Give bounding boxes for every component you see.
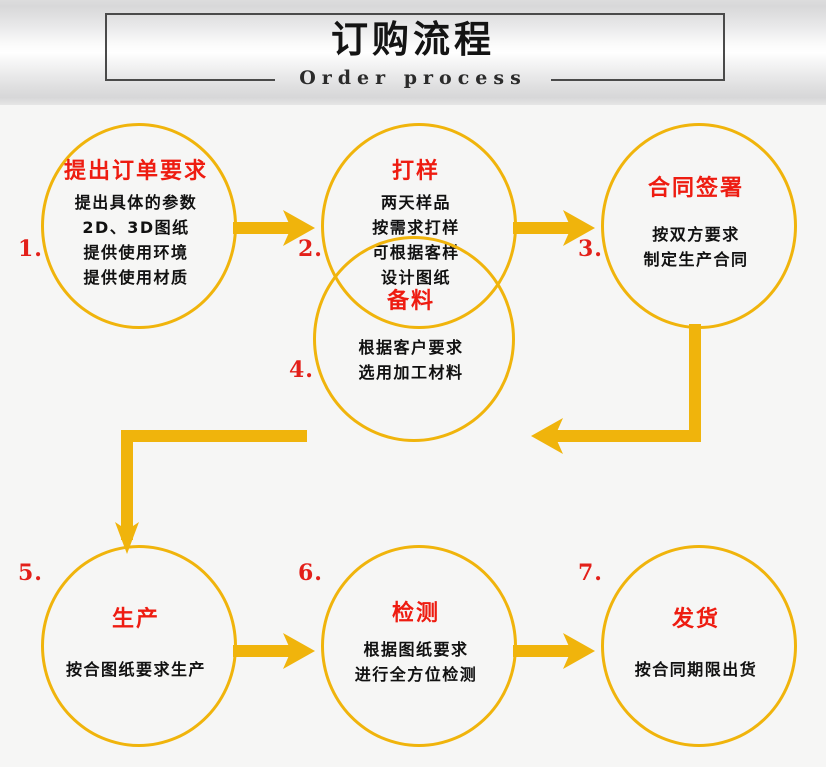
- step-node-4[interactable]: 备料 根据客户要求 选用加工材料: [313, 236, 515, 442]
- header-banner: 订购流程 Order process: [0, 0, 826, 105]
- step-line: 选用加工材料: [358, 363, 464, 382]
- header-frame: 订购流程 Order process: [0, 0, 826, 105]
- step-line: 两天样品: [380, 192, 451, 212]
- step-line: 提出具体的参数: [74, 192, 198, 212]
- step-number-2: 2.: [298, 236, 323, 262]
- step-node-3[interactable]: 合同签署 按双方要求 制定生产合同: [601, 123, 797, 329]
- step-content-3: 合同签署 按双方要求 制定生产合同: [601, 123, 791, 323]
- step-lines-1: 提出具体的参数 2D、3D图纸 提供使用环境 提供使用材质: [75, 190, 198, 290]
- step-line: 按需求打样: [372, 217, 460, 237]
- step-line: 2D、3D图纸: [82, 217, 190, 237]
- step-title-7: 发货: [671, 606, 720, 632]
- step-line: 根据客户要求: [358, 338, 464, 357]
- step-number-1: 1.: [18, 236, 43, 262]
- step-line: 按合同期限出货: [634, 659, 758, 679]
- arrow-step2-to-step3: [513, 210, 595, 246]
- arrow-step1-to-step2: [233, 210, 315, 246]
- flow-diagram: 1. 提出订单要求 提出具体的参数 2D、3D图纸 提供使用环境 提供使用材质 …: [0, 105, 826, 767]
- step-title-1: 提出订单要求: [63, 158, 208, 184]
- page-subtitle: Order process: [299, 67, 527, 89]
- step-line: 提供使用环境: [83, 242, 189, 262]
- step-title-3: 合同签署: [647, 176, 744, 201]
- connector-arrows-layer: [115, 210, 701, 669]
- step-node-1[interactable]: 提出订单要求 提出具体的参数 2D、3D图纸 提供使用环境 提供使用材质: [41, 123, 237, 329]
- frame-right-edge: [723, 13, 725, 81]
- step-line: 制定生产合同: [643, 250, 749, 269]
- step-number-3: 3.: [578, 236, 603, 262]
- step-lines-7: 按合同期限出货: [635, 657, 758, 682]
- step-content-1: 提出订单要求 提出具体的参数 2D、3D图纸 提供使用环境 提供使用材质: [41, 123, 231, 323]
- step-content-6: 检测 根据图纸要求 进行全方位检测: [321, 545, 511, 741]
- step-line: 根据图纸要求: [363, 640, 469, 659]
- step-circle-3: [601, 123, 797, 329]
- step-lines-4: 根据客户要求 选用加工材料: [358, 335, 463, 385]
- arrow-step6-to-step7: [513, 633, 595, 669]
- step-number-5: 5.: [18, 560, 43, 586]
- arrow-step5-to-step6: [233, 633, 315, 669]
- arrow-step4-to-step5: [115, 430, 307, 554]
- step-title-4: 备料: [386, 289, 435, 314]
- step-lines-5: 按合图纸要求生产: [66, 657, 206, 682]
- step-circle-7: [601, 545, 797, 747]
- step-title-5: 生产: [111, 606, 160, 632]
- step-number-4: 4.: [289, 357, 314, 383]
- step-content-4: 备料 根据客户要求 选用加工材料: [313, 236, 509, 436]
- frame-top-edge: [105, 13, 725, 15]
- frame-bottom-left-edge: [105, 79, 275, 81]
- arrow-step3-to-step4: [531, 324, 701, 454]
- step-line: 按双方要求: [652, 225, 740, 244]
- step-circle-4: [313, 236, 515, 442]
- step-line: 提供使用材质: [83, 267, 189, 287]
- step-title-6: 检测: [391, 601, 440, 626]
- step-circle-6: [321, 545, 517, 747]
- step-node-6[interactable]: 检测 根据图纸要求 进行全方位检测: [321, 545, 517, 747]
- step-content-7: 发货 按合同期限出货: [601, 545, 791, 741]
- step-circle-5: [41, 545, 237, 747]
- frame-bottom-right-edge: [551, 79, 725, 81]
- step-lines-3: 按双方要求 制定生产合同: [643, 222, 748, 272]
- step-line: 进行全方位检测: [354, 665, 478, 684]
- step-node-5[interactable]: 生产 按合图纸要求生产: [41, 545, 237, 747]
- frame-left-edge: [105, 13, 107, 81]
- step-number-7: 7.: [578, 560, 603, 586]
- step-content-5: 生产 按合图纸要求生产: [41, 545, 231, 741]
- step-node-7[interactable]: 发货 按合同期限出货: [601, 545, 797, 747]
- step-circle-1: [41, 123, 237, 329]
- step-number-6: 6.: [298, 560, 323, 586]
- step-lines-6: 根据图纸要求 进行全方位检测: [355, 637, 478, 687]
- page-title: 订购流程: [331, 18, 495, 61]
- step-line: 按合图纸要求生产: [65, 659, 206, 679]
- step-title-2: 打样: [391, 158, 440, 184]
